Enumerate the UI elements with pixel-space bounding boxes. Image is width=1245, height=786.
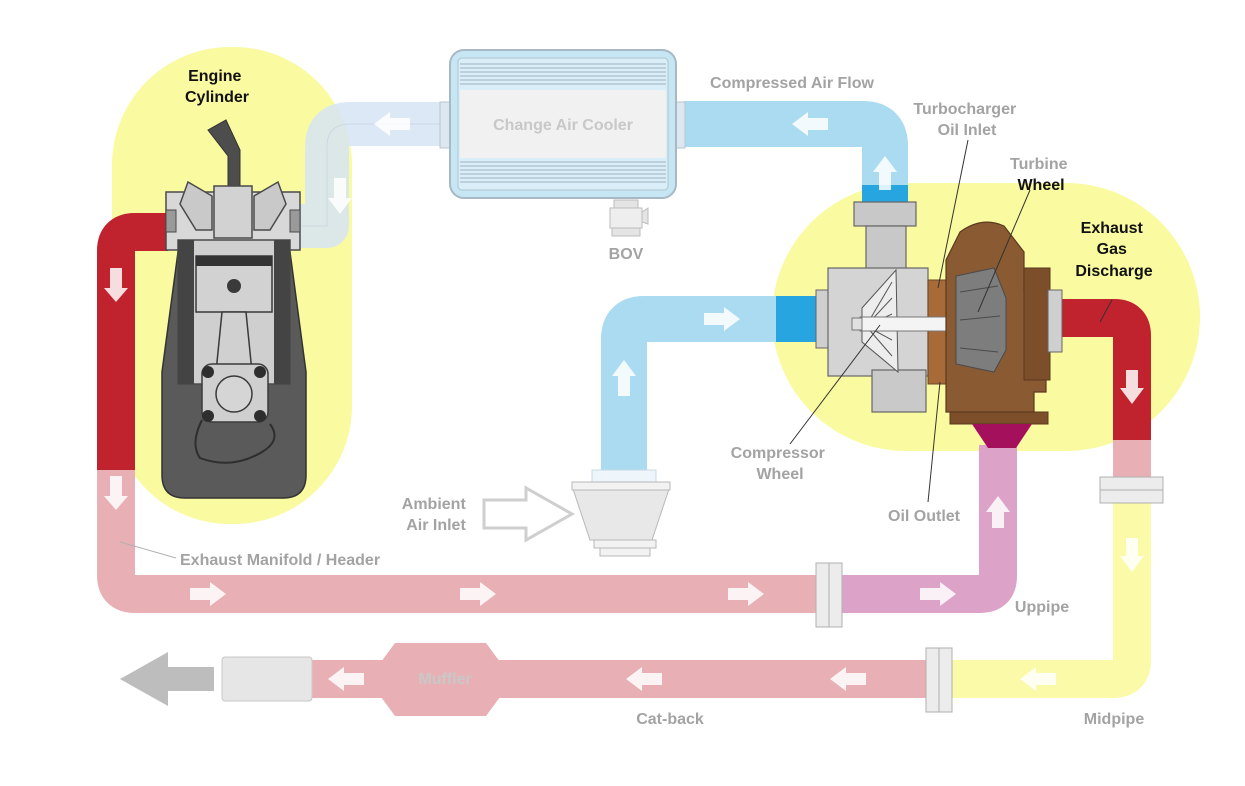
muffler-label: Muffler [418,671,471,688]
bov-valve [609,199,649,237]
exhaust-manifold-label: Exhaust Manifold / Header [180,552,380,569]
flange-manifold-uppipe [815,562,843,628]
engine-block [161,119,307,499]
oil-outlet-label: Oil Outlet [888,508,961,525]
leader-lines [119,139,1113,559]
turbine-wheel-label: Turbine Wheel [1010,156,1072,194]
turbocharger [815,201,1063,448]
engine-cylinder-label: Engine Cylinder [185,68,249,106]
compressor-wheel-label: Compressor Wheel [731,445,830,483]
charged-air-to-engine-pipe [296,102,443,248]
midpipe-label: Midpipe [1084,711,1145,728]
wastegate-outlet [972,424,1032,448]
midpipe-pipe [950,500,1151,698]
flange-midpipe [1099,476,1164,504]
exhaust-exit-arrow [120,652,214,706]
bov-label: BOV [609,246,644,263]
charge-air-cooler [439,49,686,199]
exhaust-manifold-pipe [97,213,818,613]
exhaust-discharge-pipe [1060,299,1151,490]
cat-back-label: Cat-back [636,711,704,728]
compressed-air-flow-label: Compressed Air Flow [710,75,874,92]
muffler [381,643,500,716]
ambient-air-inlet-label: Ambient Air Inlet [402,496,470,534]
exhaust-gas-discharge-label: Exhaust Gas Discharge [1075,220,1152,280]
turbocharger-oil-inlet-label: Turbocharger Oil Inlet [913,101,1020,139]
uppipe-label: Uppipe [1015,599,1069,616]
air-filter [571,469,671,557]
intake-flow-arrows [328,112,897,396]
ambient-air-arrow [482,485,576,543]
uppipe-pipe [840,445,1017,613]
tailpipe [221,656,313,702]
exhaust-flow-arrows [104,268,1144,691]
charge-air-cooler-label: Change Air Cooler [493,117,633,134]
intake-pipe-to-compressor [601,296,822,470]
flange-catback [925,647,953,713]
compressed-air-pipe [684,101,908,203]
